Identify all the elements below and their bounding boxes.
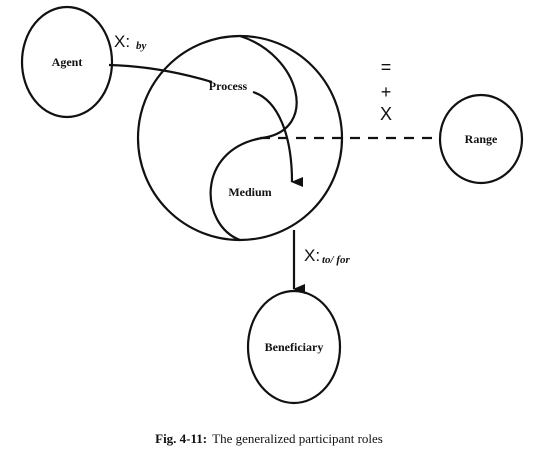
agent-preposition: by [136, 40, 147, 52]
process-arrow [252, 90, 304, 187]
figure-caption: Fig. 4-11: The generalized participant ro… [155, 431, 383, 446]
beneficiary-preposition: to/ for [322, 254, 351, 266]
agent-node: Agent [20, 5, 114, 119]
agent-marker: X: [114, 32, 130, 51]
range-equals-symbol: = [381, 57, 392, 77]
caption-text: The generalized participant roles [212, 431, 383, 446]
beneficiary-node: Beneficiary [246, 289, 342, 405]
range-plus-symbol: + [381, 82, 392, 102]
beneficiary-label: Beneficiary [265, 340, 324, 354]
range-times-symbol: X [380, 104, 392, 124]
process-label: Process [209, 79, 248, 93]
caption-figure-number: Fig. 4-11: [155, 431, 207, 446]
range-label: Range [465, 132, 498, 146]
process-medium-circle [136, 34, 344, 242]
medium-label: Medium [228, 185, 271, 199]
agent-connector [108, 63, 213, 84]
beneficiary-marker: X: [304, 246, 320, 265]
range-node: Range [438, 93, 524, 185]
agent-label: Agent [52, 55, 83, 69]
